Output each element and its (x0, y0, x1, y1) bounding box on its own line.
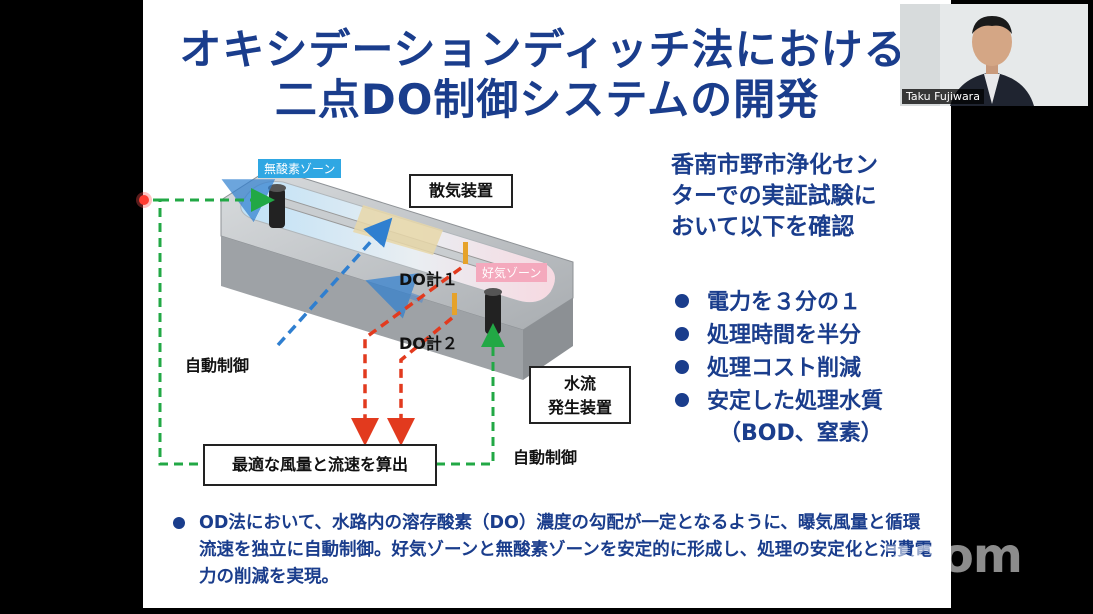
bullet-item: 電力を３分の１ (675, 284, 861, 316)
slide-title-line1: オキシデーションディッチ法における (179, 25, 907, 74)
bullet-sub: （BOD、窒素） (719, 421, 883, 446)
shared-slide: オキシデーションディッチ法における 二点DO制御システムの開発 (143, 0, 951, 608)
bullet-dot-icon (675, 294, 689, 308)
flow-generator-line2: 発生装置 (547, 398, 612, 417)
summary-paragraph: OD法において、水路内の溶存酸素（DO）濃度の勾配が一定となるように、曝気風量と… (173, 510, 933, 591)
zoom-watermark: zoom (882, 528, 1023, 584)
participant-video-tile[interactable]: Taku Fujiwara (900, 4, 1088, 106)
bullet-item: 処理時間を半分 (675, 317, 861, 349)
flow-generator-line1: 水流 (563, 374, 596, 393)
bullet-dot-icon (675, 393, 689, 407)
auto-control-left-label: 自動制御 (185, 356, 250, 375)
calc-box: 最適な風量と流速を算出 (203, 444, 437, 486)
bullet-dot-icon (675, 360, 689, 374)
summary-text: OD法において、水路内の溶存酸素（DO）濃度の勾配が一定となるように、曝気風量と… (199, 513, 933, 587)
bullet-dot-icon (675, 327, 689, 341)
aerobic-zone-label: 好気ゾーン (476, 263, 548, 282)
participant-name-label: Taku Fujiwara (902, 89, 984, 104)
oxidation-ditch-diagram (153, 167, 574, 466)
right-text: 香南市野市浄化セン ターでの実証試験に おいて以下を確認 (671, 150, 878, 243)
right-text-line1: 香南市野市浄化セン (671, 152, 878, 178)
do-meter2-label: DO計２ (399, 334, 458, 353)
laser-pointer-icon (139, 195, 149, 205)
flow-generator-right (484, 288, 502, 334)
diffuser-box: 散気装置 (409, 174, 513, 208)
anoxic-zone-label: 無酸素ゾーン (258, 159, 342, 178)
auto-control-right-label: 自動制御 (513, 448, 578, 467)
do-meter1-label: DO計１ (399, 270, 458, 289)
bullet-item: 安定した処理水質 (675, 383, 883, 415)
bullet-item: 処理コスト削減 (675, 350, 861, 382)
flow-generator-left (268, 184, 286, 228)
right-text-line2: ターでの実証試験に (671, 183, 877, 209)
slide-title-line2: 二点DO制御システムの開発 (274, 75, 820, 124)
do-sensor-2 (452, 293, 457, 315)
right-text-line3: おいて以下を確認 (671, 214, 855, 240)
flow-generator-box: 水流 発生装置 (529, 366, 631, 424)
summary-bullet-icon (173, 517, 185, 529)
do-sensor-1 (463, 242, 468, 264)
